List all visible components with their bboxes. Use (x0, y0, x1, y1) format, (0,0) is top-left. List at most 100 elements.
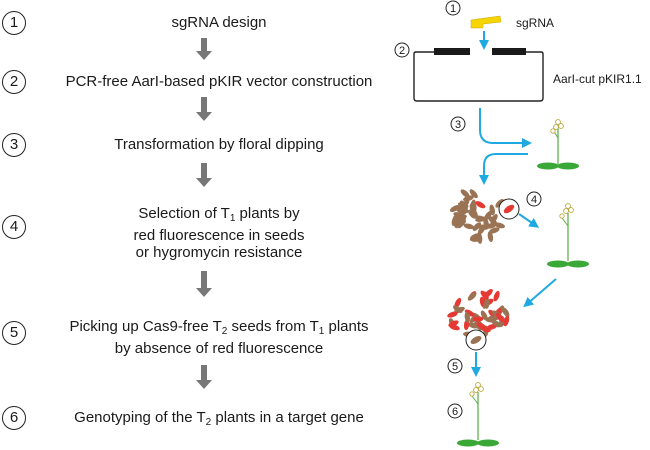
step-label-line: red fluorescence in seeds (133, 227, 305, 244)
text-part: plants in a target gene (211, 409, 364, 426)
seed-icon (480, 290, 489, 300)
step-label: Genotyping of the T2 plants in a target … (28, 409, 410, 431)
seed-icon (468, 209, 477, 219)
plant-icon (547, 203, 589, 268)
subscript: 2 (221, 326, 228, 337)
vector-cut-end-icon (492, 48, 526, 55)
seed-icon (460, 189, 470, 198)
seed-icon (452, 305, 463, 314)
marker-1: 1 (445, 0, 461, 16)
seed-pile-t2 (447, 288, 510, 341)
step-number: 1 (2, 11, 26, 35)
seed-icon (487, 215, 497, 225)
seed-icon (464, 311, 470, 323)
marker-number: 2 (399, 45, 405, 57)
marker-number: 6 (452, 406, 458, 418)
step-label: Picking up Cas9-free T2 seeds from T1 pl… (28, 318, 410, 357)
text-part: Genotyping of the T (74, 409, 206, 426)
marker-5: 5 (447, 358, 463, 374)
seed-icon (503, 315, 510, 327)
seed-icon (484, 210, 493, 221)
step-6: 6 Genotyping of the T2 plants in a targe… (0, 406, 410, 446)
seed-icon (457, 202, 469, 209)
step-1: 1 sgRNA design (0, 10, 410, 50)
seed-icon (487, 231, 494, 243)
seed-icon (493, 290, 500, 302)
text-part: seeds from T (227, 318, 319, 335)
text-part: plants (324, 318, 369, 335)
seed-icon (495, 312, 504, 322)
step-label-line: Picking up Cas9-free T2 seeds from T1 pl… (28, 318, 410, 340)
step-label-line: PCR-free AarI-based pKIR vector construc… (65, 73, 373, 90)
subscript: 1 (229, 213, 236, 224)
seed-icon (467, 292, 477, 301)
seed-icon (456, 207, 467, 215)
marker-number: 5 (452, 361, 458, 373)
seed-icon (467, 322, 479, 329)
seed-icon (460, 214, 466, 226)
step-2: 2 PCR-free AarI-based pKIR vector constr… (0, 70, 410, 110)
seed-icon (447, 311, 458, 318)
marker-2: 2 (394, 42, 410, 58)
step-label-line: Transformation by floral dipping (114, 136, 324, 153)
seed-icon (464, 309, 475, 317)
step-label-line: or hygromycin resistance (135, 244, 303, 261)
magnified-seed (465, 329, 487, 351)
seed-icon (502, 307, 510, 318)
sgrna-label: sgRNA (516, 16, 554, 30)
marker-6: 6 (447, 403, 463, 419)
step-number: 5 (2, 321, 26, 345)
seed-icon (475, 201, 486, 209)
seed-icon (478, 224, 490, 230)
seed-icon (463, 223, 475, 230)
step-label: Selection of T1 plants by red fluorescen… (28, 205, 410, 261)
marker-4: 4 (526, 191, 542, 207)
seed-icon (469, 236, 481, 242)
seed-icon (449, 205, 460, 212)
step-label: PCR-free AarI-based pKIR vector construc… (28, 73, 410, 90)
step-4: 4 Selection of T1 plants by red fluoresc… (0, 205, 410, 265)
seed-icon (469, 189, 478, 199)
text-part: Selection of T (138, 205, 230, 222)
seed-icon (449, 324, 460, 331)
step-label-line: sgRNA design (171, 14, 267, 31)
step-5: 5 Picking up Cas9-free T2 seeds from T1 … (0, 318, 410, 358)
seed-icon (454, 297, 462, 308)
plant-icon (457, 382, 499, 447)
plant-icon (537, 119, 579, 170)
step-label-line: Selection of T1 plants by (28, 205, 410, 227)
step-3: 3 Transformation by floral dipping (0, 133, 410, 173)
step-number: 2 (2, 70, 26, 94)
seed-icon (489, 227, 500, 234)
blue-arrow-icon (518, 213, 540, 228)
seed-icon (475, 215, 486, 222)
vector-plasmid-icon (413, 51, 544, 102)
sgrna-icon (470, 15, 502, 29)
seed-icon (484, 317, 496, 323)
seed-icon (453, 215, 461, 226)
seed-icon (476, 322, 487, 330)
subscript: 1 (318, 326, 325, 337)
magnified-seed (498, 198, 520, 220)
marker-number: 3 (455, 119, 461, 131)
step-label-line: Genotyping of the T2 plants in a target … (28, 409, 410, 431)
step-number: 6 (2, 406, 26, 430)
seed-icon (472, 316, 484, 322)
step-label: Transformation by floral dipping (28, 136, 410, 153)
vector-cut-end-icon (434, 48, 470, 55)
seed-icon (472, 222, 482, 231)
blue-arrow-icon (479, 108, 532, 148)
marker-number: 4 (531, 194, 537, 206)
text-part: plants by (235, 205, 300, 222)
text-part: Picking up Cas9-free T (69, 318, 222, 335)
subscript: 2 (205, 417, 212, 428)
seed-icon (495, 198, 504, 208)
step-label-line: by absence of red fluorescence (114, 340, 324, 357)
seed-icon (463, 195, 474, 202)
vector-label: AarI-cut pKIR1.1 (553, 72, 642, 86)
marker-number: 1 (450, 3, 456, 15)
seed-icon (484, 297, 490, 309)
seed-icon (494, 222, 505, 229)
seed-icon (469, 203, 476, 214)
